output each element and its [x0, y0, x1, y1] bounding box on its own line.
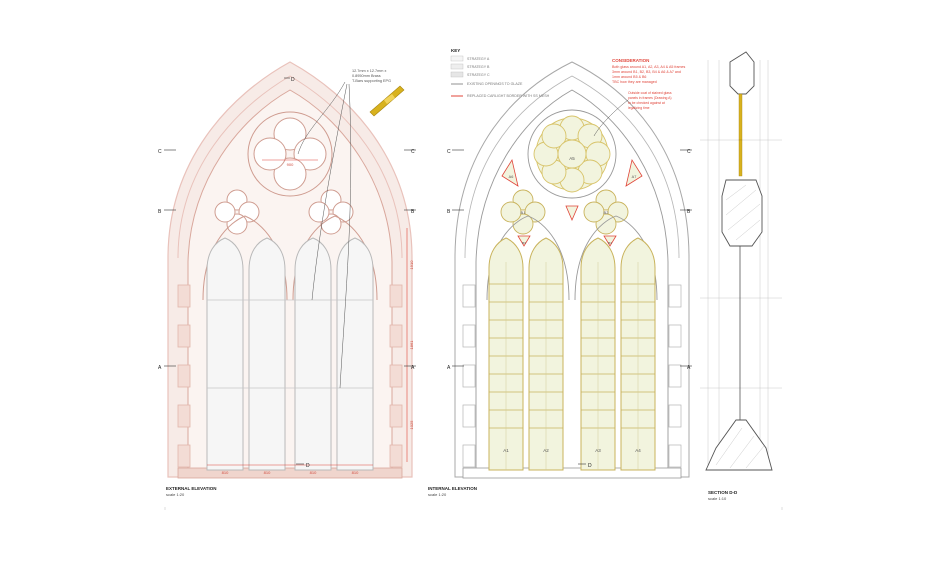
key-item-a: STRATEGY A — [467, 57, 490, 61]
ext-marker-a-left: A — [158, 365, 162, 371]
stain-note-line-2: panels in frames (Drawing A) — [628, 96, 672, 100]
int-tracery-b3: B3 — [522, 241, 526, 245]
key-title: KEY — [451, 48, 460, 53]
ext-marker-d-top: D — [291, 77, 295, 83]
int-tracery-b1: B1 — [521, 210, 527, 215]
int-tracery-b4: B4 — [608, 241, 612, 245]
int-marker-c-right: C — [687, 149, 691, 155]
section-stone-cill — [705, 419, 773, 471]
int-panel-a4: A4 — [635, 448, 641, 453]
ext-cill — [177, 467, 403, 479]
internal-elevation: A1 A2 A3 A4 A5 A6 A7 B1 B2 B3 B4 C C B B… — [428, 61, 692, 497]
key-item-b: STRATEGY B — [467, 65, 490, 69]
int-title: INTERNAL ELEVATION — [428, 486, 477, 491]
int-note-leader — [593, 99, 629, 137]
int-marker-c-left: C — [447, 149, 451, 155]
ext-marker-d-bottom: D — [306, 463, 310, 469]
ext-mullions — [207, 299, 373, 389]
section-guides — [700, 60, 782, 470]
key-swatch-b — [450, 63, 464, 70]
ext-dim-side-2: 1861 — [409, 340, 414, 350]
ext-rose — [247, 111, 333, 197]
int-marker-b-left: B — [447, 209, 451, 215]
int-panel-a3: A3 — [595, 448, 601, 453]
int-rose — [527, 109, 617, 199]
ext-dim-side-1: 1910 — [409, 260, 414, 270]
ext-section-markers — [164, 77, 416, 465]
consideration-line-3: 1mm around B5 & B6 — [612, 75, 646, 79]
consideration-note: CONSIDERATION Both glass around A1, A2, … — [612, 58, 686, 110]
ext-dim-top: 900 — [287, 162, 294, 167]
ext-leaders — [297, 81, 352, 389]
ext-quatrefoils — [214, 189, 354, 235]
section-title: SECTION D-D — [708, 490, 738, 495]
int-spandrels — [501, 158, 643, 247]
key-item-c: STRATEGY C — [467, 73, 490, 77]
section-d-d: SECTION D-D scale 1:10 — [700, 51, 782, 501]
section-stone-transom — [721, 179, 763, 247]
int-tracery-a5: A5 — [569, 156, 575, 161]
ext-marker-a-right: A — [411, 365, 415, 371]
ext-dim-bottom-1: 810 — [222, 470, 229, 475]
key-legend: KEY STRATEGY A STRATEGY B STRATEGY C EXI… — [450, 48, 550, 98]
stain-note-line-4: legalizing time — [628, 106, 650, 110]
ext-marker-c-left: C — [158, 149, 162, 155]
consideration-line-1: Both glass around A1, A2, A3, A4 & A5 fr… — [612, 65, 686, 69]
int-section-markers — [452, 149, 692, 465]
consideration-title: CONSIDERATION — [612, 58, 649, 63]
external-elevation: 900 810 810 810 810 1910 1861 1025 12.7m… — [158, 61, 416, 497]
int-tracery-a6: A6 — [509, 175, 514, 179]
ext-dim-bottom-2: 810 — [264, 470, 271, 475]
ext-scale: scale 1:20 — [166, 492, 185, 497]
consideration-line-2: 3mm around B1, B2, B3, B4 & A6 & A7 and — [612, 70, 681, 74]
ext-dim-bottom-4: 810 — [352, 470, 359, 475]
int-marker-d-bottom: D — [588, 463, 592, 469]
int-panel-a1: A1 — [503, 448, 509, 453]
int-tracery-b2: B2 — [604, 210, 610, 215]
key-swatch-c — [450, 71, 464, 78]
int-quoins — [462, 284, 682, 468]
int-cill — [462, 467, 682, 479]
brass-tbar-illustration — [369, 85, 405, 117]
int-marker-b-right: B — [687, 209, 691, 215]
key-swatch-a — [450, 55, 464, 62]
section-scale: scale 1:10 — [708, 496, 727, 501]
key-item-d: EXISTING OPENINGS TO GLAZE — [467, 82, 523, 86]
sheet-ticks — [164, 507, 783, 510]
int-panel-a2: A2 — [543, 448, 549, 453]
ext-quoins — [177, 284, 403, 468]
ext-title: EXTERNAL ELEVATION — [166, 486, 217, 491]
section-brass-bar-lower — [738, 139, 743, 177]
section-transom-hatch — [725, 184, 761, 241]
int-arch-moulding — [464, 75, 680, 259]
ext-note-line-1: 12.7mm x 12.7mm x — [352, 69, 386, 73]
ext-dimensions — [207, 159, 408, 466]
ext-dim-side-3: 1025 — [409, 420, 414, 430]
stain-note-line-1: Outside coat of stained glass — [628, 91, 672, 95]
ext-dim-bottom-3: 810 — [310, 470, 317, 475]
int-scale: scale 1:20 — [428, 492, 447, 497]
int-marker-a-left: A — [447, 365, 451, 371]
ext-arch-moulding — [177, 75, 403, 259]
int-marker-a-right: A — [687, 365, 691, 371]
section-cill-hatch — [715, 427, 765, 469]
consideration-line-4: TBC how they are managed — [612, 80, 657, 84]
ext-marker-c-right: C — [411, 149, 415, 155]
int-tracery-a7: A7 — [632, 175, 637, 179]
ext-note-line-3: T-Bars supporting EPG — [352, 79, 391, 83]
stain-note-line-3: to be checked against at — [628, 101, 665, 105]
int-arch-inner — [475, 89, 669, 471]
ext-note-line-2: 0.8950mm Brass — [352, 74, 381, 78]
int-vertical-divides — [505, 262, 639, 470]
ext-marker-b-right: B — [411, 209, 415, 215]
section-brass-bar-upper — [738, 93, 743, 141]
section-stone-top — [729, 51, 755, 95]
key-item-e: REPLACED CARLIGHT BORDER WITH SS MESH — [467, 94, 550, 98]
ext-lancets — [206, 237, 374, 471]
ext-marker-b-left: B — [158, 209, 162, 215]
